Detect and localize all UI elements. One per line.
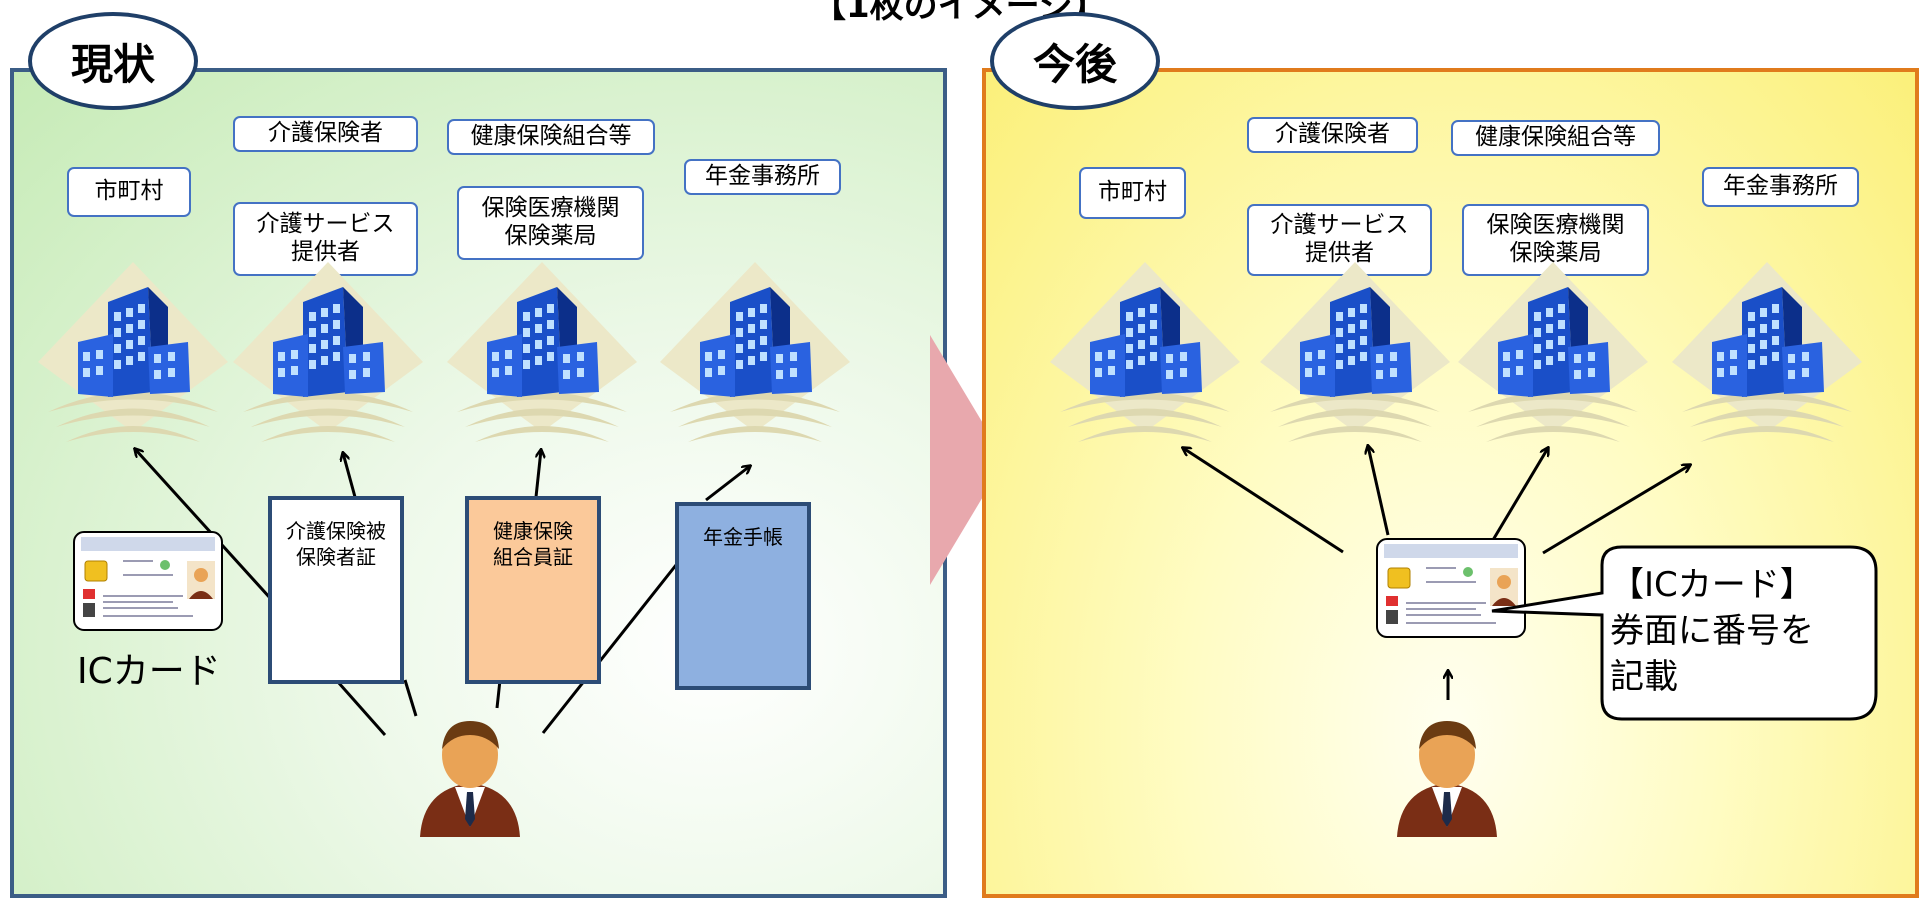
future-arrows [0,0,1919,700]
label-hoken-iryo: 保険医療機関 保険薬局 [457,186,644,260]
doc-nenkin-techo: 年金手帳 [675,502,811,690]
label-kaigo-service: 介護サービス 提供者 [233,202,418,276]
current-heading: 現状 [28,12,198,110]
person-icon [1392,717,1502,837]
callout-text: 【ICカード】 券面に番号を 記載 [1610,565,1814,697]
label-kenko-kumiai: 健康保険組合等 [1451,120,1660,156]
label-kenko-kumiai: 健康保険組合等 [447,119,655,155]
label-hoken-iryo: 保険医療機関 保険薬局 [1462,204,1649,276]
label-kaigo-hokensha: 介護保険者 [233,116,418,152]
label-kaigo-service: 介護サービス 提供者 [1247,204,1432,276]
ic-card-label: ICカード [77,651,221,692]
doc-kenko-kumiaiin-sho: 健康保険 組合員証 [465,496,601,684]
label-shichoson: 市町村 [1079,167,1186,219]
label-kaigo-hokensha: 介護保険者 [1247,117,1418,153]
transition-arrow [930,335,1005,585]
label-nenkin-jimusho: 年金事務所 [684,159,841,195]
label-shichoson: 市町村 [67,167,191,217]
callout-box [1491,545,1878,721]
label-nenkin-jimusho: 年金事務所 [1702,167,1859,207]
future-heading: 今後 [990,12,1160,110]
doc-kaigo-hokensha-sho: 介護保険被 保険者証 [268,496,404,684]
